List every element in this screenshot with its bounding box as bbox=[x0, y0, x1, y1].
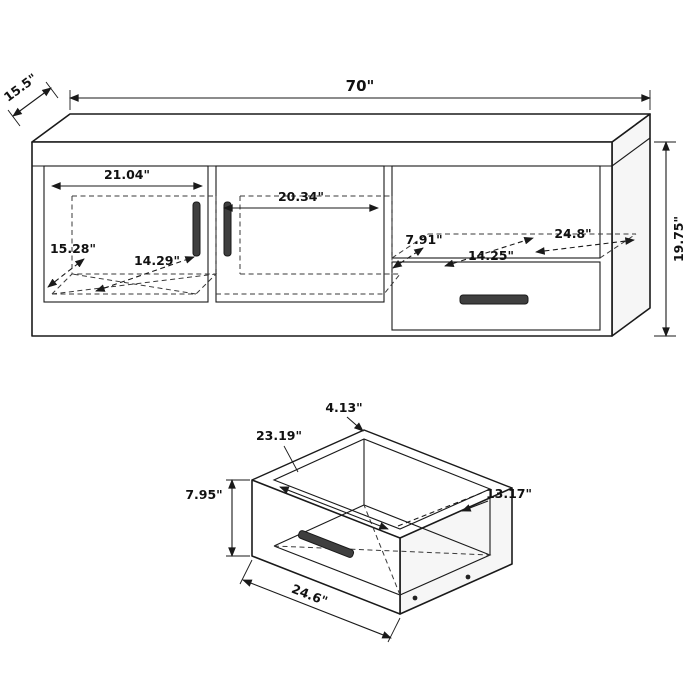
center-door-handle bbox=[223, 201, 232, 257]
dim-left-cabinet-width: 21.04" bbox=[51, 167, 203, 190]
drawer-handle bbox=[297, 530, 355, 558]
dim-drawer-height: 7.95" bbox=[185, 479, 250, 557]
left-door-handle bbox=[192, 201, 201, 257]
overall-height-label: 19.75" bbox=[671, 216, 686, 262]
dim-cubby-diagonal: 14.25" bbox=[444, 236, 534, 268]
dim-cubby-depth: 7.91" bbox=[392, 232, 443, 269]
drawer-rim-thickness-label: 4.13" bbox=[325, 400, 362, 415]
stand-top-face bbox=[31, 113, 651, 143]
dim-center-cabinet-width: 20.34" bbox=[223, 189, 379, 212]
drawer-right-side-face bbox=[399, 487, 513, 615]
dim-left-cabinet-depth: 15.28" bbox=[47, 241, 96, 288]
cubby-diagonal-label: 14.25" bbox=[468, 248, 514, 263]
drawer-figure: 4.13" 23.19" 7.95" 13.17" 24.6" bbox=[185, 400, 532, 643]
drawer-interior-depth-label: 13.17" bbox=[486, 486, 532, 501]
drawer-front-width-label: 24.6" bbox=[290, 581, 330, 609]
screw-dot bbox=[412, 595, 418, 601]
stand-drawer-handle bbox=[459, 294, 529, 305]
center-cabinet-width-label: 20.34" bbox=[278, 189, 324, 204]
dim-drawer-interior-depth: 13.17" bbox=[397, 486, 532, 527]
dim-overall-width: 70" bbox=[69, 77, 651, 110]
dim-drawer-interior-width: 23.19" bbox=[256, 428, 389, 530]
tv-stand-figure: 70" 15.5" 19.75" 21.04" 20.34" 15.28" bbox=[1, 70, 686, 337]
stand-right-side-face bbox=[611, 113, 651, 337]
overall-depth-label: 15.5" bbox=[1, 70, 40, 104]
left-cabinet-depth-label: 15.28" bbox=[50, 241, 96, 256]
cubby-width-label: 24.8" bbox=[554, 226, 591, 241]
dim-drawer-rim-thickness: 4.13" bbox=[325, 400, 364, 432]
left-cabinet-interior-hidden-lines bbox=[51, 195, 218, 295]
drawer-interior-width-label: 23.19" bbox=[256, 428, 302, 443]
drawer-height-label: 7.95" bbox=[185, 487, 222, 502]
dim-overall-height: 19.75" bbox=[654, 141, 686, 337]
left-cabinet-width-label: 21.04" bbox=[104, 167, 150, 182]
dim-cubby-width: 24.8" bbox=[535, 226, 635, 255]
dim-overall-depth: 15.5" bbox=[1, 70, 59, 127]
left-cabinet-diagonal-label: 14.29" bbox=[134, 253, 180, 268]
cubby-depth-label: 7.91" bbox=[405, 232, 442, 247]
left-cabinet-opening bbox=[43, 165, 209, 303]
dim-left-cabinet-diagonal: 14.29" bbox=[95, 253, 195, 292]
screw-dot bbox=[465, 574, 471, 580]
overall-width-label: 70" bbox=[346, 77, 375, 95]
